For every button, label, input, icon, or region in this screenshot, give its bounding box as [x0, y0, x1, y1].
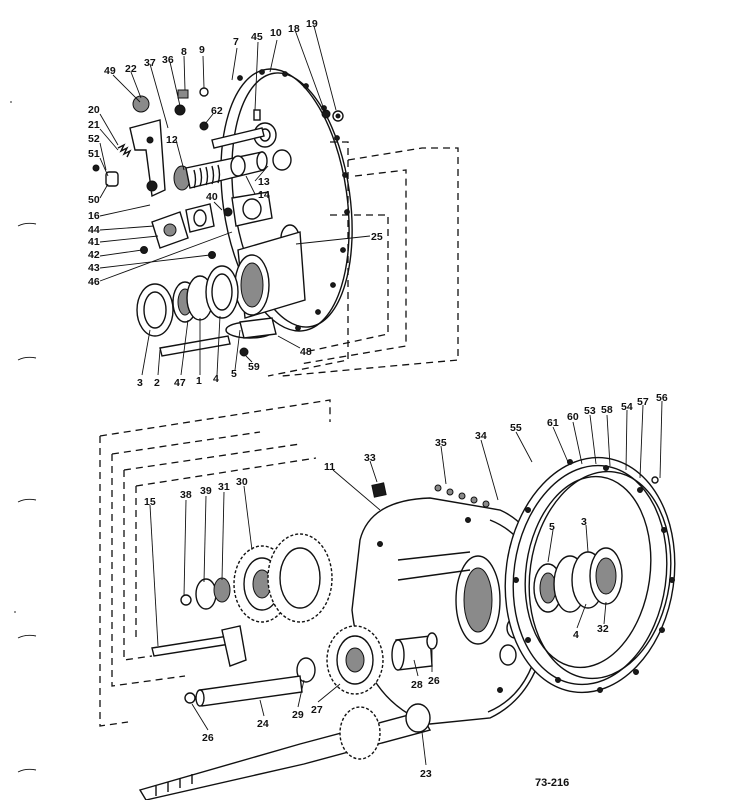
callout-27: 27: [311, 704, 323, 716]
gear-27: [296, 625, 438, 695]
callout-23: 23: [420, 768, 432, 780]
callout-42: 42: [88, 249, 100, 261]
page-edge-marks: [10, 101, 37, 773]
callout-36: 36: [162, 54, 174, 66]
callout-12: 12: [166, 134, 178, 146]
cluster-gear-30: [180, 533, 333, 623]
callout-57: 57: [637, 396, 649, 408]
callout-1: 1: [196, 375, 202, 387]
callout-5-top: 5: [231, 368, 237, 380]
callout-48: 48: [300, 346, 312, 358]
callout-30: 30: [236, 476, 248, 488]
callout-56: 56: [656, 392, 668, 404]
callout-5-bottom: 5: [549, 521, 555, 533]
nuts-18-19: [321, 109, 344, 122]
callout-54: 54: [621, 401, 633, 413]
callout-47: 47: [174, 377, 186, 389]
callout-40: 40: [206, 191, 218, 203]
shaft-24: [184, 675, 303, 707]
callout-18: 18: [288, 23, 300, 35]
callout-3-top: 3: [137, 377, 143, 389]
callout-3-bottom: 3: [581, 516, 587, 528]
callout-28: 28: [411, 679, 423, 691]
callout-51: 51: [88, 148, 100, 160]
callout-34: 34: [475, 430, 487, 442]
callout-16: 16: [88, 210, 100, 222]
callout-32: 32: [597, 623, 609, 635]
callout-24: 24: [257, 718, 269, 730]
callout-7: 7: [233, 36, 239, 48]
shift-fork-15: [151, 625, 247, 667]
callout-62: 62: [211, 105, 223, 117]
shift-lever: [129, 95, 166, 198]
cover-plates: [140, 191, 273, 259]
top-dashed-frame: [267, 141, 459, 377]
bearing-stack: [136, 265, 277, 357]
callout-22: 22: [125, 63, 137, 75]
callout-59: 59: [248, 361, 260, 373]
callout-38: 38: [180, 489, 192, 501]
callout-2: 2: [154, 377, 160, 389]
worm-shaft: [173, 151, 268, 191]
callout-61: 61: [547, 417, 559, 429]
callout-25: 25: [371, 231, 383, 243]
block-33: [371, 482, 387, 498]
callout-9: 9: [199, 44, 205, 56]
main-shaft-23: [138, 703, 432, 800]
central-boss: [234, 231, 306, 319]
callout-58: 58: [601, 404, 613, 416]
callout-15: 15: [144, 496, 156, 508]
callout-11: 11: [324, 461, 335, 473]
balls-35: [434, 484, 490, 508]
callout-19: 19: [306, 18, 318, 30]
bearing-stack-lower: [533, 547, 623, 613]
callout-43: 43: [88, 262, 100, 274]
detent-spring: [92, 143, 132, 187]
callout-55: 55: [510, 422, 522, 434]
callout-35: 35: [435, 437, 447, 449]
callout-14: 14: [258, 189, 270, 201]
callout-8: 8: [181, 46, 187, 58]
callout-53: 53: [584, 405, 596, 417]
callout-13: 13: [258, 176, 270, 188]
callout-21: 21: [88, 119, 100, 131]
callout-41: 41: [88, 236, 100, 248]
callout-46: 46: [88, 276, 100, 288]
callout-labels: 49 22 37 36 8 9 7 45 10 18 19 62 20 21 5…: [88, 18, 668, 789]
callout-60: 60: [567, 411, 579, 423]
callout-52: 52: [88, 133, 100, 145]
callout-33: 33: [364, 452, 376, 464]
callout-31: 31: [218, 481, 230, 493]
bottom-dashed-frame: [99, 399, 331, 727]
callout-10: 10: [270, 27, 282, 39]
callout-4-top: 4: [213, 373, 219, 385]
callout-26-right: 26: [428, 675, 440, 687]
callout-37: 37: [144, 57, 156, 69]
callout-4-bottom: 4: [573, 629, 579, 641]
guide-rod: [174, 87, 265, 149]
callout-50: 50: [88, 194, 100, 206]
callout-39: 39: [200, 485, 212, 497]
callout-44: 44: [88, 224, 100, 236]
callout-49: 49: [104, 65, 116, 77]
callout-45: 45: [251, 31, 263, 43]
callout-26-left: 26: [202, 732, 214, 744]
callout-20: 20: [88, 104, 100, 116]
leader-lines: [99, 25, 663, 766]
callout-29: 29: [292, 709, 304, 721]
figure-number: 73-216: [535, 777, 569, 789]
